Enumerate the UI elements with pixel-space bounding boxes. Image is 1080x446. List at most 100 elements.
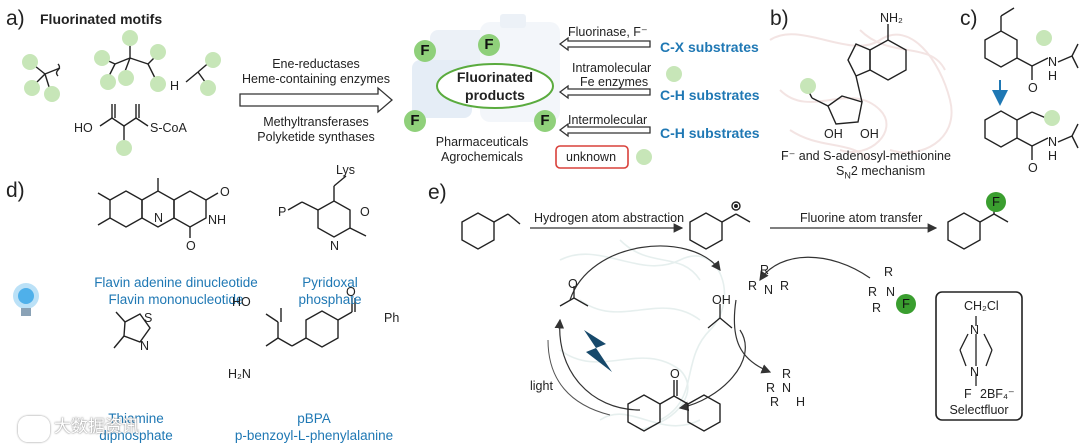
coa-label: S-CoA — [150, 121, 187, 135]
panel-label-d: d) — [6, 179, 25, 202]
fluorine-bubble — [122, 30, 138, 46]
enzyme-label: Ene-reductases — [272, 57, 360, 71]
p-label: P — [278, 205, 287, 219]
biosynthesis-arrow — [239, 86, 393, 114]
unknown-box — [555, 145, 629, 169]
n-label: N — [970, 365, 980, 379]
flavin-n-label: N — [154, 211, 164, 225]
flavin-nh-label: NH — [208, 213, 227, 227]
applications-label: Agrochemicals — [441, 150, 523, 164]
n-label: N — [970, 323, 980, 337]
protein-ribbon-e — [559, 239, 726, 431]
r-label: R — [872, 301, 882, 315]
ketyl-fragments — [559, 286, 733, 329]
enzyme-label: Heme-containing enzymes — [242, 72, 390, 86]
fluorine-bubble — [116, 140, 132, 156]
fluorine-bubble — [636, 149, 652, 165]
fluorine-bubble — [800, 78, 816, 94]
pyridoxal-name: phosphate — [298, 292, 362, 307]
r-label: R — [780, 279, 790, 293]
selectfluor-structure — [959, 316, 993, 386]
r-label: R — [766, 381, 776, 395]
mechanism-caption: SN2 mechanism — [836, 164, 926, 181]
flavin-name: Flavin adenine dinucleotide — [94, 275, 258, 290]
fluorine-bubble — [94, 50, 110, 66]
pbpa-name: pBPA — [297, 411, 331, 426]
lys-label: Lys — [336, 163, 355, 177]
hat-label: Hydrogen atom abstraction — [534, 211, 685, 225]
h-label: H — [796, 395, 806, 409]
substrate-label: C-X substrates — [660, 39, 759, 55]
unknown-label: unknown — [566, 150, 617, 164]
fluorine-bubble — [150, 76, 166, 92]
products-label: Fluorinated — [456, 69, 534, 85]
oh-label: OH — [860, 127, 879, 141]
counterion-label: 2BF₄⁻ — [980, 387, 1015, 401]
o-label: O — [1028, 81, 1038, 95]
ketyl-o-label: O — [568, 277, 578, 291]
thiazole-s-label: S — [144, 311, 153, 325]
alcohol-oh-label: OH — [712, 293, 731, 307]
route-label: Intermolecular — [568, 113, 648, 127]
thiazole-n-label: N — [140, 339, 150, 353]
nh2-label: NH₂ — [880, 11, 903, 25]
watermark-logo-icon — [18, 416, 50, 442]
adenosine-structure — [805, 24, 907, 125]
h2n-label: H₂N — [228, 367, 251, 381]
panel-label-c: c) — [960, 7, 978, 30]
r-label: R — [770, 395, 780, 409]
selectfluor-box — [935, 291, 1023, 421]
applications-label: Pharmaceuticals — [435, 135, 529, 149]
fluorine-bubble — [666, 66, 682, 82]
n-label: N — [1048, 135, 1058, 149]
benzylic-radical — [689, 201, 751, 250]
ethylbenzene — [461, 212, 521, 250]
protein-ribbon-b — [769, 29, 953, 161]
fluorine-bubble — [118, 70, 134, 86]
cycle-arc-top — [569, 245, 721, 301]
flavin-name: Flavin mononucleotide — [108, 292, 244, 307]
fluorine-bubble — [24, 80, 40, 96]
benzophenone — [627, 380, 721, 432]
thiamine-name: Thiamine — [108, 411, 164, 426]
n-label: N — [764, 283, 774, 297]
h-label: H — [1048, 69, 1058, 83]
h-label: H — [170, 79, 180, 93]
cycle-arc-right — [678, 329, 746, 412]
enzyme-label: Polyketide synthases — [257, 130, 375, 144]
watermark: 大数据资讯 — [54, 417, 139, 436]
enzyme-label: Methyltransferases — [263, 115, 369, 129]
light-bulb-icon — [13, 283, 39, 316]
ho-label: HO — [74, 121, 93, 135]
fluorine-badge: F — [404, 110, 426, 132]
phenoxide-o-label: O — [360, 205, 370, 219]
r-label: R — [868, 285, 878, 299]
malonyl-coa — [99, 104, 149, 142]
n-label: N — [1048, 55, 1058, 69]
route-label: Fluorinase, F⁻ — [568, 25, 648, 39]
substrate-label: C-H substrates — [660, 125, 760, 141]
flavin-o-label: O — [186, 239, 196, 253]
r-label: R — [748, 279, 758, 293]
pyridoxal-name: Pyridoxal — [302, 275, 358, 290]
fat-label: Fluorine atom transfer — [800, 211, 923, 225]
ph-label: Ph — [384, 311, 400, 325]
lightning-icon — [584, 330, 612, 372]
ch2cl-label: CH₂Cl — [964, 299, 999, 313]
motifs-title: Fluorinated motifs — [40, 11, 163, 27]
f-label: F — [964, 387, 972, 401]
h-label: H — [1048, 149, 1058, 163]
panel-label-a: a) — [6, 7, 25, 30]
fluorine-badge: F — [896, 294, 916, 314]
fluorine-badge: F — [414, 40, 436, 62]
amide-structures — [984, 7, 1079, 160]
n-label: N — [886, 285, 896, 299]
fluorine-bubble — [200, 80, 216, 96]
fluorine-badge: F — [986, 192, 1006, 212]
r-label: R — [782, 367, 792, 381]
fluorine-bubble — [205, 52, 221, 68]
products-label: products — [465, 87, 525, 103]
fluorine-bubble — [1044, 110, 1060, 126]
